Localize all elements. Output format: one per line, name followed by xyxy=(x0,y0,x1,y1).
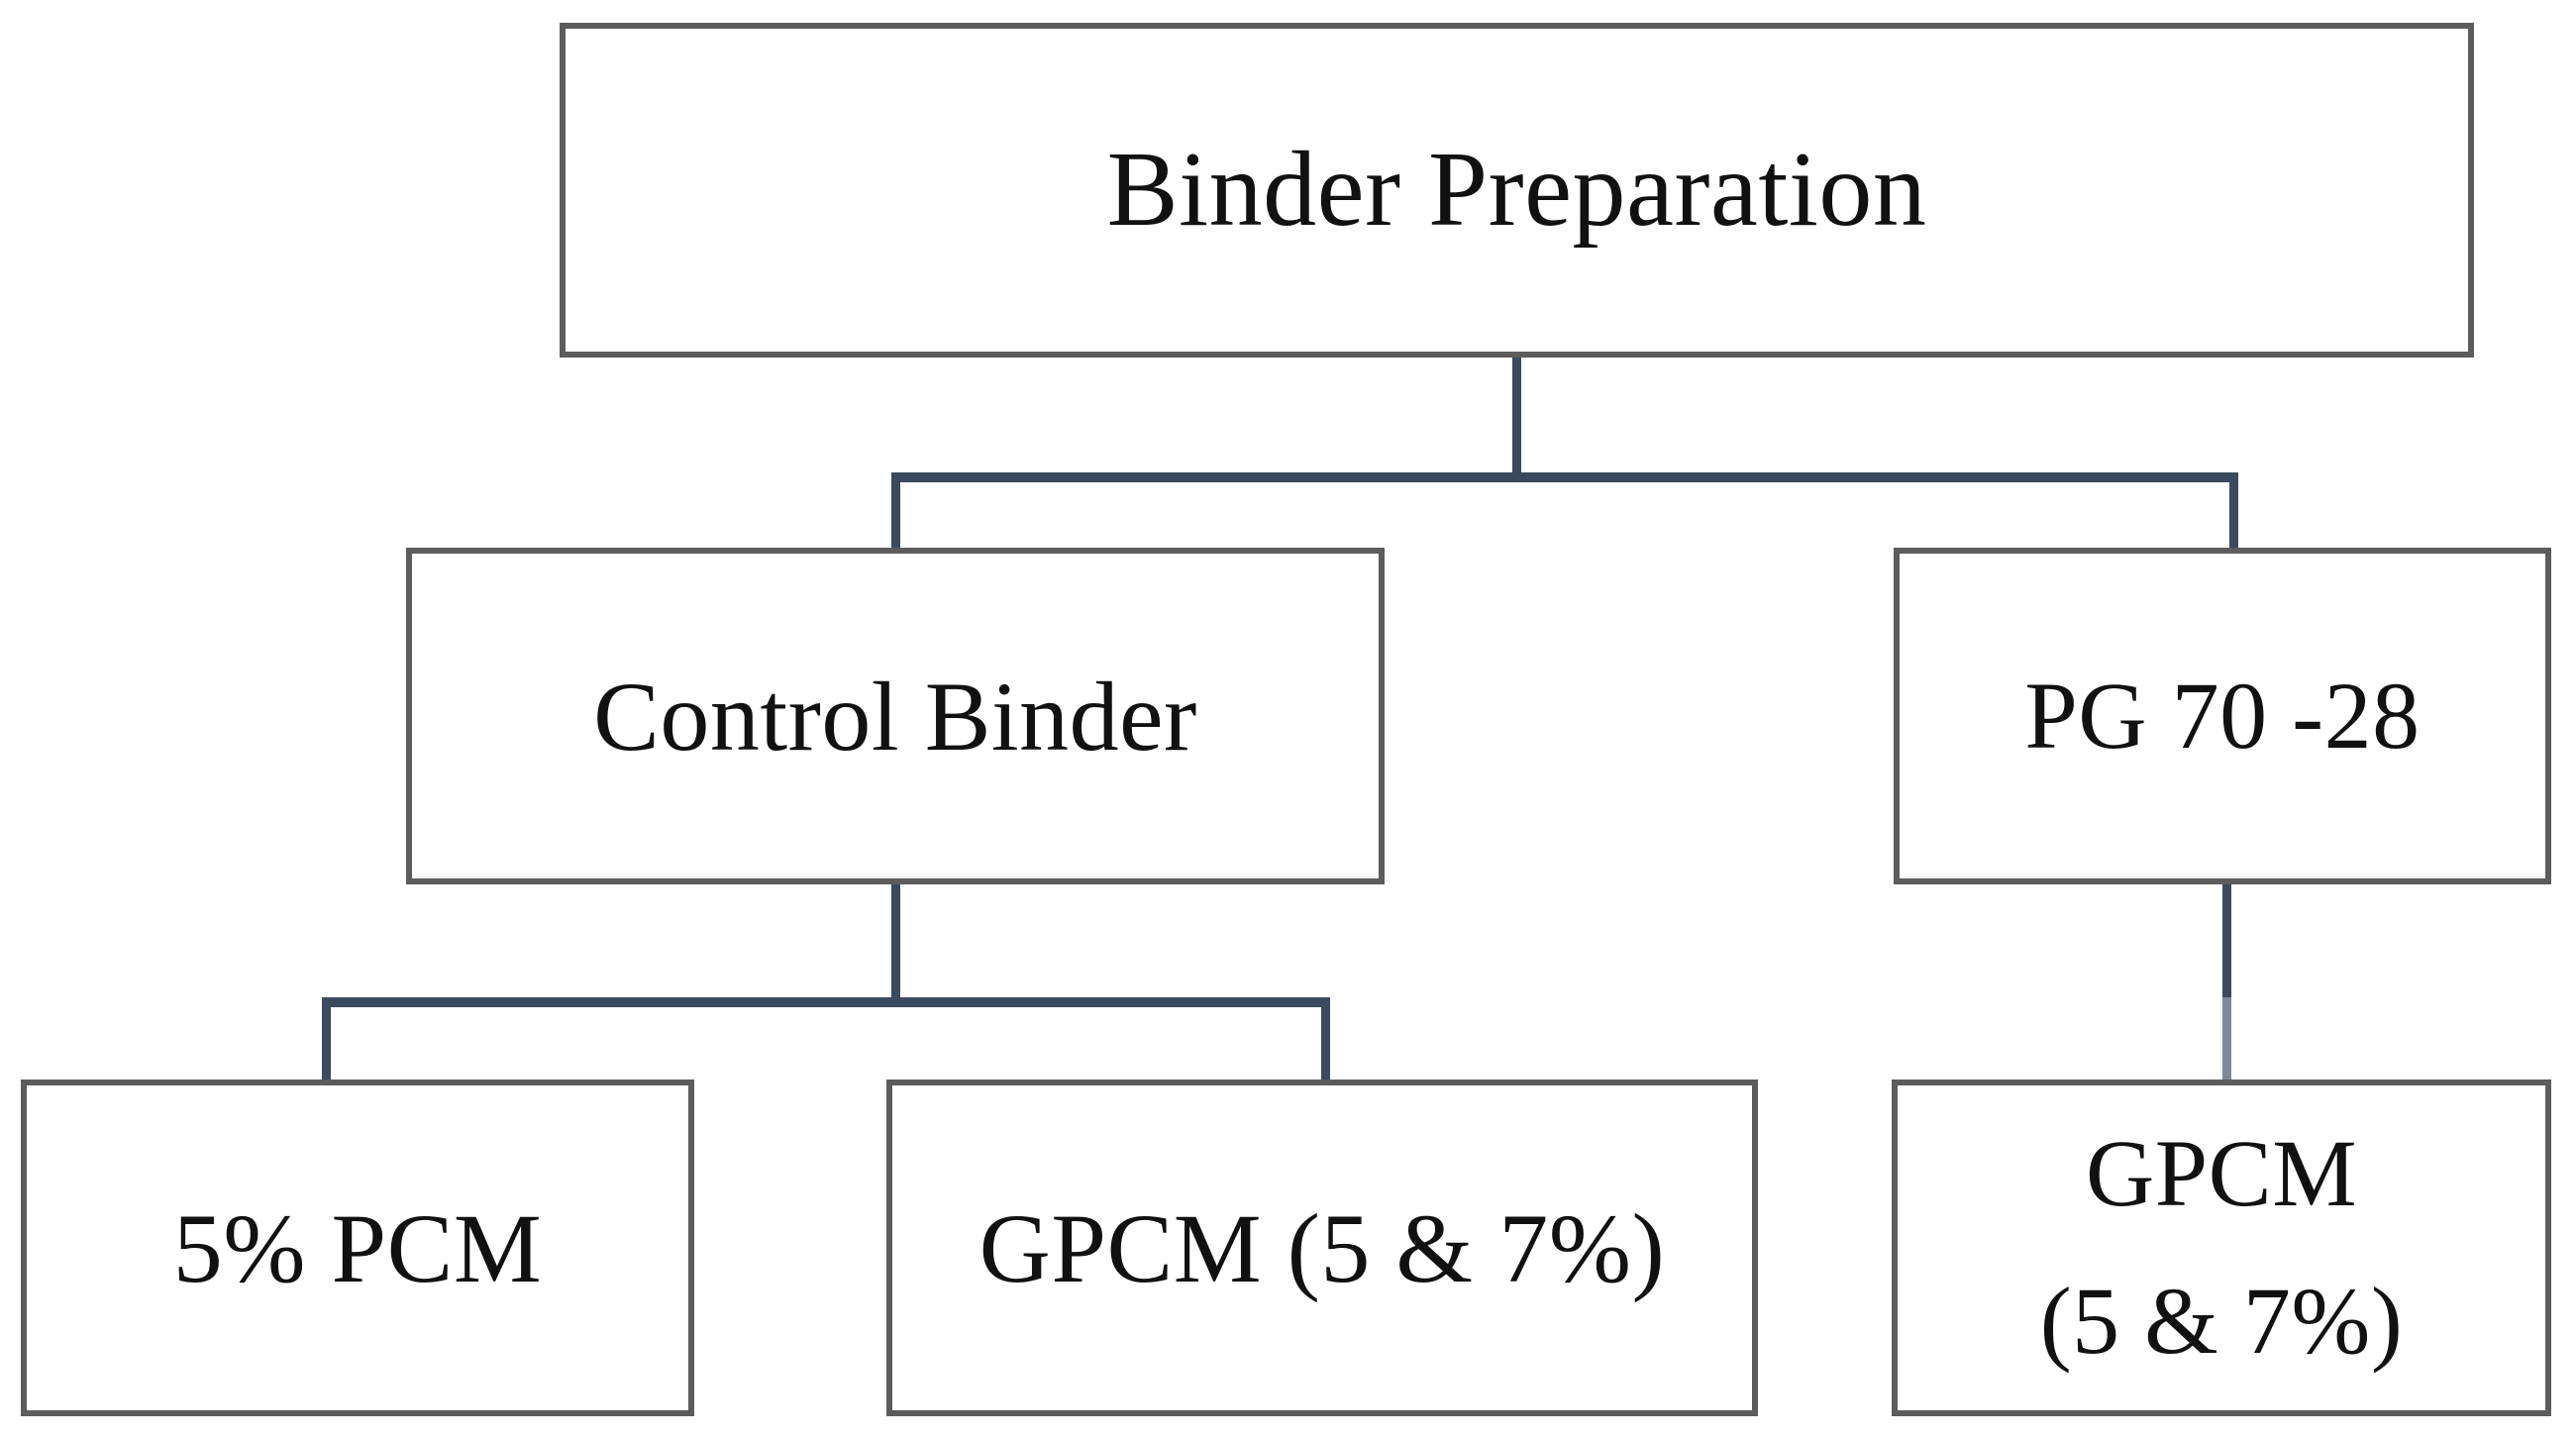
node-gpcm-pg-label: GPCM (5 & 7%) xyxy=(2039,1120,2404,1374)
node-pg-70-28-label: PG 70 -28 xyxy=(2024,662,2421,769)
connector-control-binder-to-gpcm xyxy=(1321,997,1330,1083)
connector-root-to-pg7028 xyxy=(2229,472,2238,552)
connector-root-to-control-binder xyxy=(891,472,900,552)
connector-control-binder-to-pcm5 xyxy=(322,997,331,1083)
node-pg-70-28[interactable]: PG 70 -28 xyxy=(1894,548,2551,884)
node-5-percent-pcm-label: 5% PCM xyxy=(172,1192,543,1303)
node-control-binder[interactable]: Control Binder xyxy=(406,548,1385,884)
node-gpcm-control-label: GPCM (5 & 7%) xyxy=(979,1192,1666,1303)
node-gpcm-pg-5-and-7-percent[interactable]: GPCM (5 & 7%) xyxy=(1892,1080,2551,1416)
node-binder-preparation-label: Binder Preparation xyxy=(1106,131,1927,250)
node-control-binder-label: Control Binder xyxy=(593,661,1197,771)
connector-root-stem xyxy=(1512,358,1521,473)
node-5-percent-pcm[interactable]: 5% PCM xyxy=(21,1080,694,1416)
node-gpcm-control-5-and-7-percent[interactable]: GPCM (5 & 7%) xyxy=(886,1080,1758,1416)
node-binder-preparation[interactable]: Binder Preparation xyxy=(560,23,2474,358)
connector-pg7028-to-gpcm-lower xyxy=(2222,997,2231,1083)
connector-pg7028-to-gpcm xyxy=(2222,884,2231,1001)
connector-root-horizontal-bar xyxy=(891,472,2238,482)
connector-control-binder-stem xyxy=(891,884,900,1000)
connector-control-binder-horizontal-bar xyxy=(322,997,1330,1007)
